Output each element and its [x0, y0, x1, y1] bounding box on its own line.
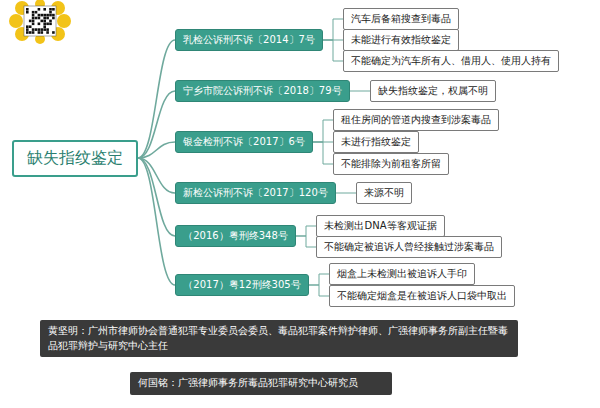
node-text: 何国铭：广强律师事务所毒品犯罪研究中心研究员 [138, 376, 358, 391]
node-text: 缺失指纹鉴定，权属不明 [378, 84, 488, 98]
node-text: 乳检公诉刑不诉〔2014〕7号 [183, 33, 315, 47]
branch-connector [313, 120, 333, 142]
qr-badge [9, 0, 71, 44]
node-text: 黄坚明：广州市律师协会普通犯罪专业委员会委员、毒品犯罪案件辩护律师、广强律师事务… [48, 324, 510, 353]
node-text: 不能确定被追诉人曾经接触过涉案毒品 [324, 240, 494, 254]
point-box: 未进行指纹鉴定 [333, 131, 419, 153]
branch-connector [296, 236, 316, 247]
branch-connector [138, 158, 175, 285]
node-text: 缺失指纹鉴定 [27, 148, 123, 169]
point-box: 烟盒上未检测出被追诉人手印 [329, 263, 475, 285]
node-text: （2017）粤12刑终305号 [183, 278, 300, 292]
case-box: （2016）粤刑终348号 [175, 225, 296, 247]
node-text: （2016）粤刑终348号 [183, 229, 288, 243]
root-topic: 缺失指纹鉴定 [12, 140, 138, 177]
case-box: （2017）粤12刑终305号 [175, 274, 309, 296]
point-box: 不能确定烟盒是在被追诉人口袋中取出 [329, 285, 515, 307]
point-box: 未检测出DNA等客观证据 [316, 215, 445, 237]
branch-connector [336, 193, 356, 194]
case-box: 银金检刑不诉〔2017〕6号 [175, 131, 313, 153]
node-text: 未能进行有效指纹鉴定 [351, 33, 451, 47]
branch-connector [309, 285, 329, 296]
branch-connector [138, 91, 175, 158]
node-text: 烟盒上未检测出被追诉人手印 [337, 267, 467, 281]
node-text: 租住房间的管道内搜查到涉案毒品 [341, 113, 491, 127]
point-box: 不能确定为汽车所有人、借用人、使用人持有 [343, 50, 559, 72]
point-box: 租住房间的管道内搜查到涉案毒品 [333, 109, 499, 131]
node-text: 宁乡市院公诉刑不诉〔2018〕79号 [183, 84, 341, 98]
branch-connector [309, 274, 329, 285]
node-text: 未检测出DNA等客观证据 [324, 219, 436, 233]
author-note: 黄坚明：广州市律师协会普通犯罪专业委员会委员、毒品犯罪案件辩护律师、广强律师事务… [40, 320, 518, 357]
node-text: 新检公诉刑不诉〔2017〕120号 [183, 186, 328, 200]
point-box: 汽车后备箱搜查到毒品 [343, 8, 459, 30]
node-text: 来源不明 [364, 186, 404, 200]
author-note: 何国铭：广强律师事务所毒品犯罪研究中心研究员 [130, 372, 392, 395]
branch-connector [138, 40, 175, 158]
branch-connector [323, 19, 343, 40]
node-text: 不能确定为汽车所有人、借用人、使用人持有 [351, 54, 551, 68]
branch-connector [323, 40, 343, 61]
node-text: 不能排除为前租客所留 [341, 157, 441, 171]
point-box: 来源不明 [356, 182, 412, 204]
point-box: 未能进行有效指纹鉴定 [343, 29, 459, 51]
branch-connector [350, 91, 370, 92]
point-box: 不能确定被追诉人曾经接触过涉案毒品 [316, 236, 502, 258]
branch-connector [313, 142, 333, 164]
node-text: 银金检刑不诉〔2017〕6号 [183, 135, 305, 149]
case-box: 新检公诉刑不诉〔2017〕120号 [175, 182, 336, 204]
node-text: 不能确定烟盒是在被追诉人口袋中取出 [337, 289, 507, 303]
point-box: 缺失指纹鉴定，权属不明 [370, 80, 496, 102]
point-box: 不能排除为前租客所留 [333, 153, 449, 175]
case-box: 宁乡市院公诉刑不诉〔2018〕79号 [175, 80, 350, 102]
branch-connector [296, 226, 316, 236]
node-text: 汽车后备箱搜查到毒品 [351, 12, 451, 26]
case-box: 乳检公诉刑不诉〔2014〕7号 [175, 29, 323, 51]
node-text: 未进行指纹鉴定 [341, 135, 411, 149]
branch-connector [138, 142, 175, 158]
